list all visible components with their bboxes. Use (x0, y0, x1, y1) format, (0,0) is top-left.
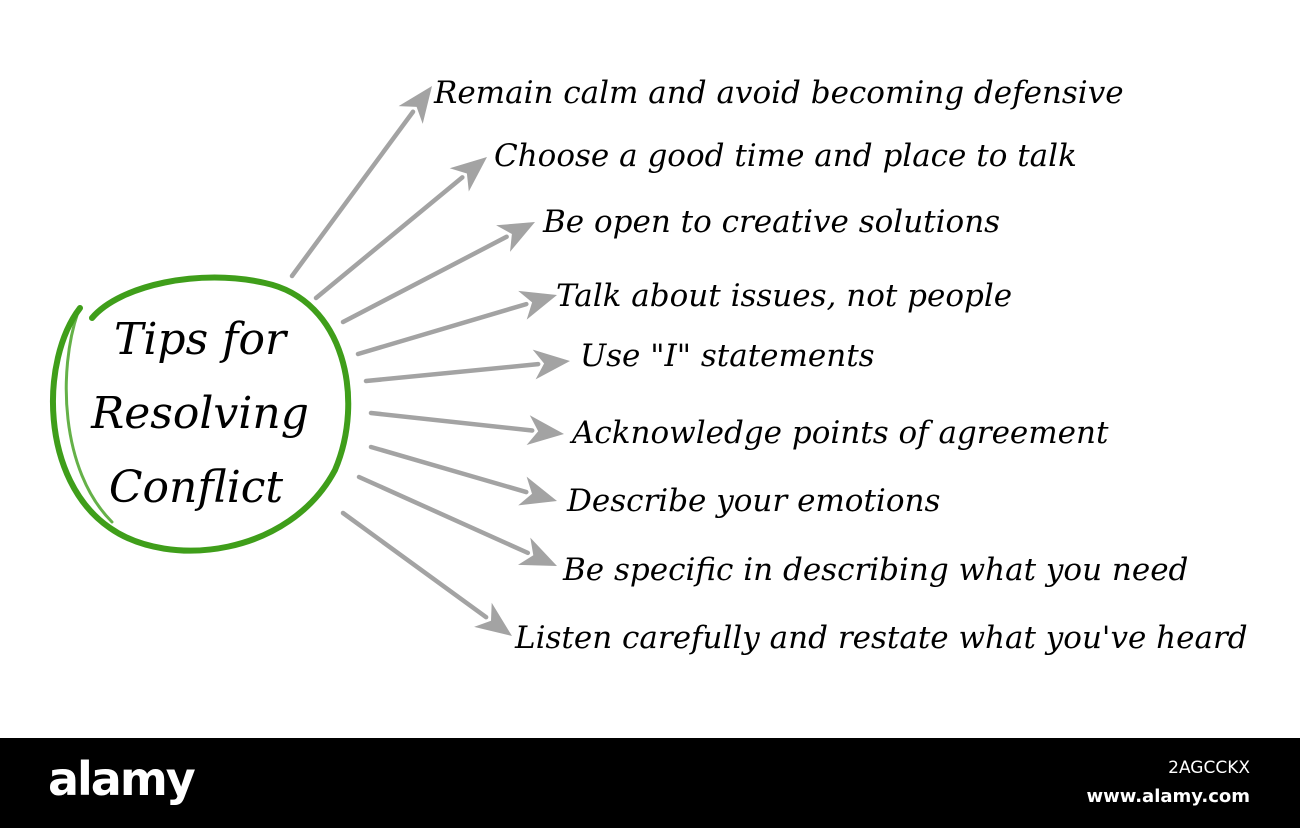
tip-7: Describe your emotions (567, 483, 941, 519)
arrow-head-1 (398, 86, 432, 124)
arrow-shaft-2 (313, 175, 465, 301)
arrow-head-3 (496, 222, 535, 252)
arrow-head-9 (474, 602, 512, 636)
tip-2: Choose a good time and place to talk (494, 138, 1077, 174)
arrow-head-5 (532, 349, 570, 380)
tip-3: Be open to creative solutions (543, 204, 1001, 240)
arrow-shaft-3 (340, 234, 509, 325)
arrow-shaft-6 (368, 410, 535, 433)
arrow-shaft-9 (340, 510, 489, 620)
arrow-shaft-7 (368, 444, 529, 495)
title-circle-inner-stroke (64, 310, 114, 524)
tip-9: Listen carefully and restate what you've… (515, 620, 1248, 656)
arrow-head-4 (518, 290, 557, 320)
tip-1: Remain calm and avoid becoming defensive (434, 75, 1124, 111)
title-line-1: Tips for (114, 314, 286, 365)
brand-logo: alamy (48, 752, 196, 806)
tip-4: Talk about issues, not people (556, 278, 1013, 314)
diagram-graphics (50, 86, 570, 636)
arrow-group (289, 86, 570, 636)
watermark-bar: alamy 2AGCCKX www.alamy.com (0, 738, 1300, 828)
title-line-2: Resolving (91, 388, 309, 439)
title-line-3: Conflict (108, 462, 284, 513)
title-circle (50, 274, 352, 554)
arrow-shaft-4 (355, 301, 529, 357)
tip-8: Be specific in describing what you need (563, 552, 1189, 588)
tip-6: Acknowledge points of agreement (572, 415, 1109, 451)
arrow-shaft-8 (356, 474, 531, 556)
arrow-head-7 (518, 476, 557, 506)
brand-url: www.alamy.com (1086, 786, 1250, 807)
arrow-shaft-5 (363, 361, 541, 384)
arrow-head-8 (518, 537, 557, 566)
tip-5: Use "I" statements (580, 338, 875, 374)
arrow-shaft-1 (289, 109, 416, 279)
arrow-head-2 (449, 157, 487, 192)
image-code: 2AGCCKX (1168, 758, 1250, 778)
arrow-head-6 (526, 415, 564, 445)
